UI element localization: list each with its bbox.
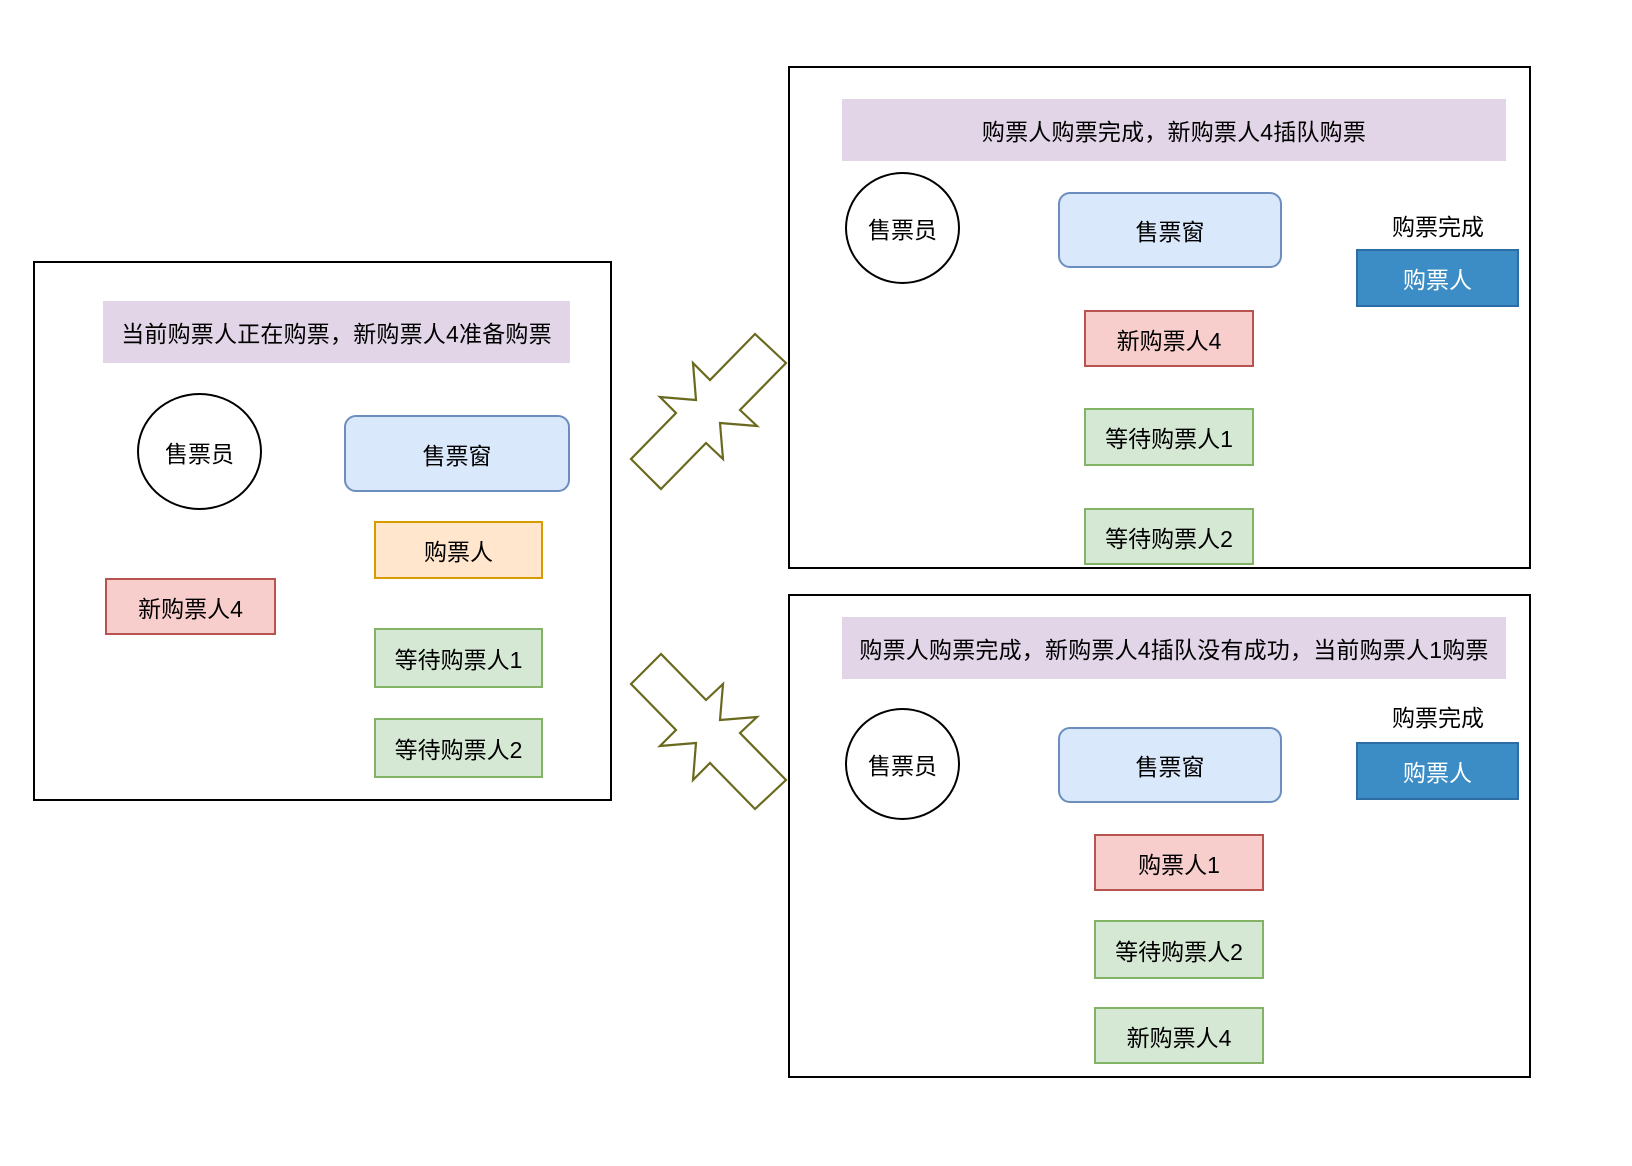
queue-node-waiting2-failed: 等待购票人2 [1094,920,1264,979]
panel-cut-in-failed-title: 购票人购票完成，新购票人4插队没有成功，当前购票人1购票 [842,617,1506,679]
clerk-ellipse-initial: 售票员 [137,393,262,510]
branch-up-arrow [629,332,788,491]
queue-node-buyer1-failed: 购票人1 [1094,834,1264,891]
clerk-ellipse-failed: 售票员 [845,708,960,820]
queue-node-waiting2-initial: 等待购票人2 [374,718,543,778]
clerk-ellipse-success: 售票员 [845,172,960,284]
panel-initial-title: 当前购票人正在购票，新购票人4准备购票 [103,301,570,363]
queue-node-waiting2-success: 等待购票人2 [1084,508,1254,565]
queue-node-new4-failed: 新购票人4 [1094,1007,1264,1064]
queue-node-waiting1-initial: 等待购票人1 [374,628,543,688]
detached-new-buyer-initial: 新购票人4 [105,578,276,635]
queue-node-new4-success: 新购票人4 [1084,310,1254,367]
done-buyer-failed: 购票人 [1356,742,1519,800]
done-buyer-success: 购票人 [1356,249,1519,307]
ticket-window-failed: 售票窗 [1058,727,1282,803]
ticket-window-initial: 售票窗 [344,415,570,492]
branch-down-arrow [629,652,788,811]
ticket-window-success: 售票窗 [1058,192,1282,268]
done-label-failed: 购票完成 [1392,705,1484,731]
panel-cut-in-success-title: 购票人购票完成，新购票人4插队购票 [842,99,1506,161]
done-label-success: 购票完成 [1392,214,1484,240]
queue-node-current-initial: 购票人 [374,521,543,579]
queue-node-waiting1-success: 等待购票人1 [1084,408,1254,466]
